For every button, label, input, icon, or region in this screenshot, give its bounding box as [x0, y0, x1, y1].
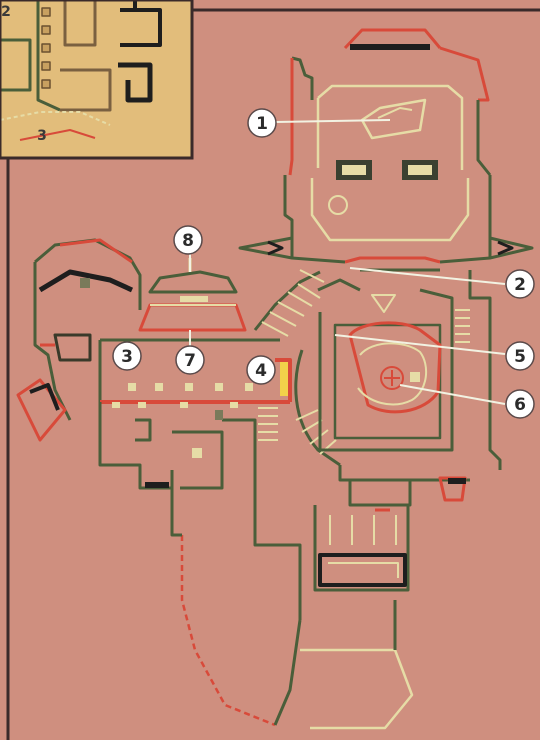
- callout-marker: [505, 389, 535, 419]
- callout-marker: [175, 345, 205, 375]
- map-border: [6, 8, 540, 740]
- callout-6[interactable]: 6: [505, 389, 535, 419]
- callout-leaders: [189, 119, 506, 405]
- callout-label: 7: [184, 351, 196, 371]
- top-building: [238, 28, 534, 264]
- callout-marker: [246, 355, 276, 385]
- callout-7[interactable]: 7: [175, 345, 205, 375]
- callout-label: 5: [514, 347, 526, 367]
- inset-label: 3: [37, 128, 47, 144]
- callout-8[interactable]: 8: [173, 225, 203, 255]
- callout-marker: [247, 108, 277, 138]
- dome-room: [138, 258, 247, 332]
- callout-marker: [112, 341, 142, 371]
- callout-marker: [173, 225, 203, 255]
- callout-label: 1: [256, 114, 268, 134]
- callout-label: 2: [514, 275, 526, 295]
- callout-4[interactable]: 4: [246, 355, 276, 385]
- callout-marker: [505, 269, 535, 299]
- callout-label: 8: [182, 231, 194, 251]
- inset-label-group: 2 3: [1, 4, 47, 144]
- inset-map: 2 3: [0, 0, 194, 160]
- callout-label: 3: [121, 347, 133, 367]
- inset-label: 2: [1, 4, 11, 20]
- stair-ramp: [253, 269, 361, 467]
- left-wing: [16, 238, 142, 442]
- callout-label: 4: [255, 361, 267, 381]
- callout-3[interactable]: 3: [112, 341, 142, 371]
- callout-1[interactable]: 1: [247, 108, 277, 138]
- lower-corridor: [170, 445, 414, 730]
- callout-marker: [505, 341, 535, 371]
- callout-5[interactable]: 5: [505, 341, 535, 371]
- callout-2[interactable]: 2: [505, 269, 535, 299]
- inset-frame: [0, 0, 194, 160]
- callout-label: 6: [514, 395, 526, 415]
